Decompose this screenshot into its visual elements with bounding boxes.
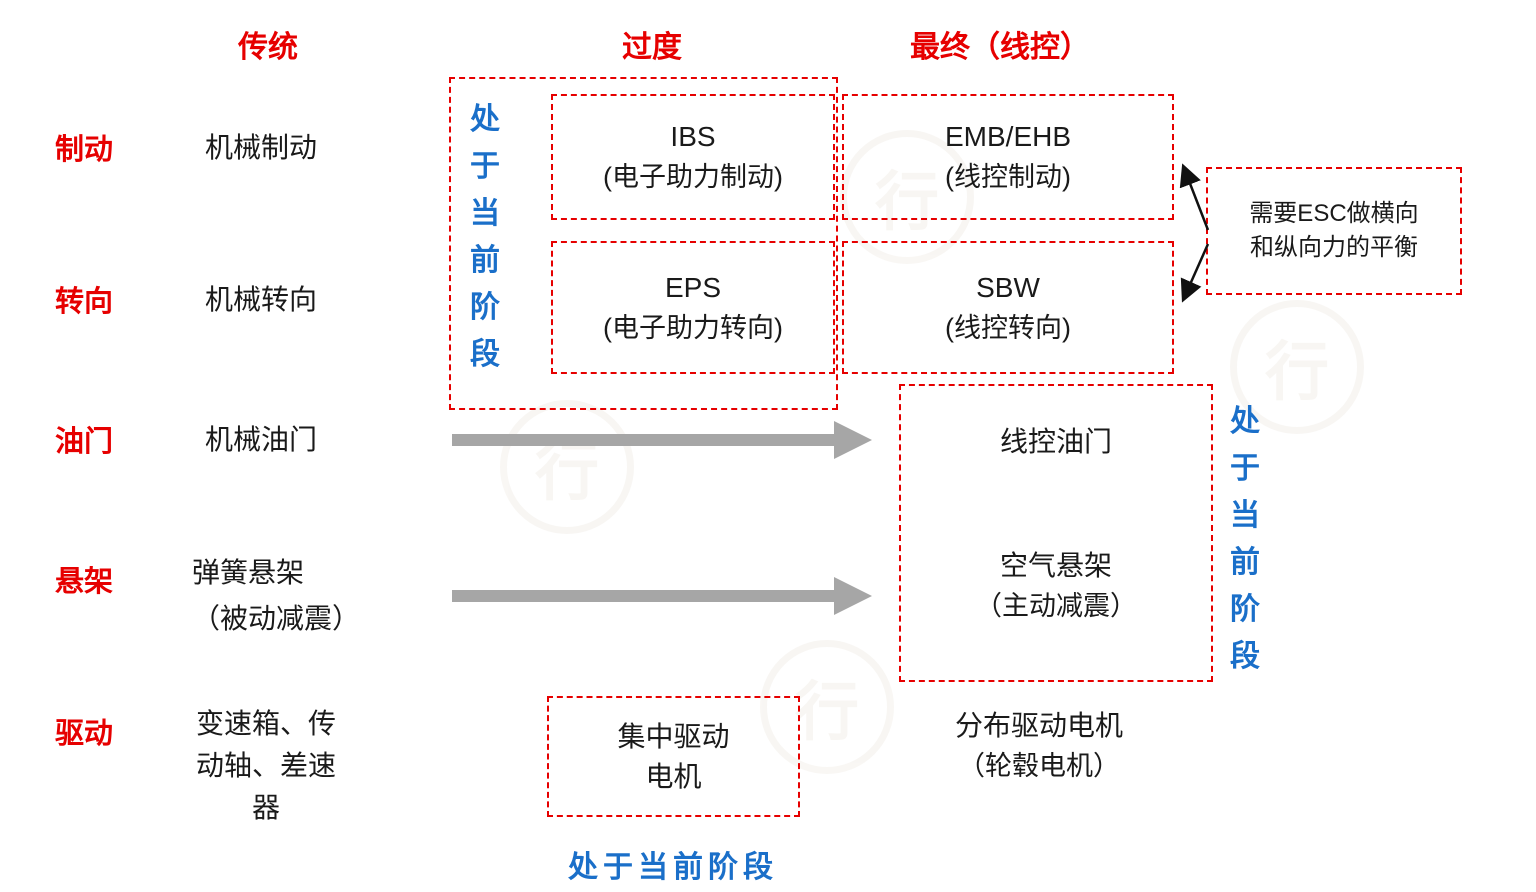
esc-note-line1: 需要ESC做横向 <box>1249 200 1419 227</box>
sbw-subtitle: (线控转向) <box>945 312 1071 343</box>
emb-ehb-subtitle: (线控制动) <box>945 162 1071 192</box>
distributed-motor-title: 分布驱动电机 <box>954 710 1123 741</box>
row-label-braking: 制动 <box>55 134 114 166</box>
watermark-glyph: 行 <box>1265 336 1329 408</box>
column-header-traditional: 传统 <box>238 31 298 64</box>
eps-subtitle: (电子助力转向) <box>603 312 783 343</box>
current-stage-left-label: 处于当前阶段 <box>470 103 500 371</box>
traditional-suspension-line2: （被动减震） <box>192 603 361 634</box>
traditional-drive: 变速箱、传动轴、差速器 <box>195 708 336 823</box>
central-motor-line2: 电机 <box>645 760 702 792</box>
eps-title: EPS <box>664 271 722 303</box>
ibs-box: IBS (电子助力制动) <box>551 94 835 220</box>
column-header-final: 最终（线控） <box>910 31 1090 64</box>
emb-ehb-box: EMB/EHB (线控制动) <box>842 94 1174 220</box>
central-motor-line1: 集中驱动 <box>617 720 730 752</box>
esc-arrow-to-emb <box>1179 163 1210 231</box>
traditional-suspension: 弹簧悬架 （被动减震） <box>192 550 360 642</box>
sbw-box: SBW (线控转向) <box>842 241 1174 374</box>
central-motor-box: 集中驱动 电机 <box>547 696 800 817</box>
suspension-final-block: 空气悬架 （主动减震） <box>901 546 1211 626</box>
current-stage-right-container: 线控油门 空气悬架 （主动减震） <box>899 384 1213 682</box>
column-header-transition: 过度 <box>622 31 682 64</box>
suspension-final-subtitle: （主动减震） <box>975 591 1137 621</box>
distributed-motor-block: 分布驱动电机 （轮毂电机） <box>899 706 1179 786</box>
current-stage-bottom-label: 处于当前阶段 <box>568 851 778 884</box>
traditional-suspension-line1: 弹簧悬架 <box>192 557 305 588</box>
esc-note-line2: 和纵向力的平衡 <box>1250 234 1418 261</box>
traditional-throttle: 机械油门 <box>205 424 318 455</box>
row-label-suspension: 悬架 <box>55 566 114 598</box>
traditional-braking: 机械制动 <box>205 132 318 163</box>
watermark-logo: 行 <box>500 400 634 534</box>
current-stage-right-label: 处于当前阶段 <box>1230 405 1260 673</box>
gray-arrow-throttle <box>452 421 872 459</box>
watermark-glyph: 行 <box>795 676 859 748</box>
eps-box: EPS (电子助力转向) <box>551 241 835 374</box>
suspension-final-title: 空气悬架 <box>999 550 1112 581</box>
throttle-final-title: 线控油门 <box>999 426 1112 457</box>
esc-arrow-to-sbw <box>1180 243 1210 303</box>
watermark-glyph: 行 <box>535 436 599 508</box>
emb-ehb-title: EMB/EHB <box>944 121 1072 152</box>
traditional-steering: 机械转向 <box>205 284 318 315</box>
esc-note-box: 需要ESC做横向 和纵向力的平衡 <box>1206 167 1462 295</box>
distributed-motor-subtitle: （轮毂电机） <box>958 751 1120 781</box>
current-stage-left-container <box>449 77 838 410</box>
row-label-steering: 转向 <box>55 286 114 318</box>
sbw-title: SBW <box>976 271 1040 303</box>
gray-arrow-suspension <box>452 577 872 615</box>
row-label-drive: 驱动 <box>55 718 114 750</box>
ibs-subtitle: (电子助力制动) <box>603 162 783 192</box>
ibs-title: IBS <box>670 121 716 152</box>
row-label-throttle: 油门 <box>55 426 114 458</box>
